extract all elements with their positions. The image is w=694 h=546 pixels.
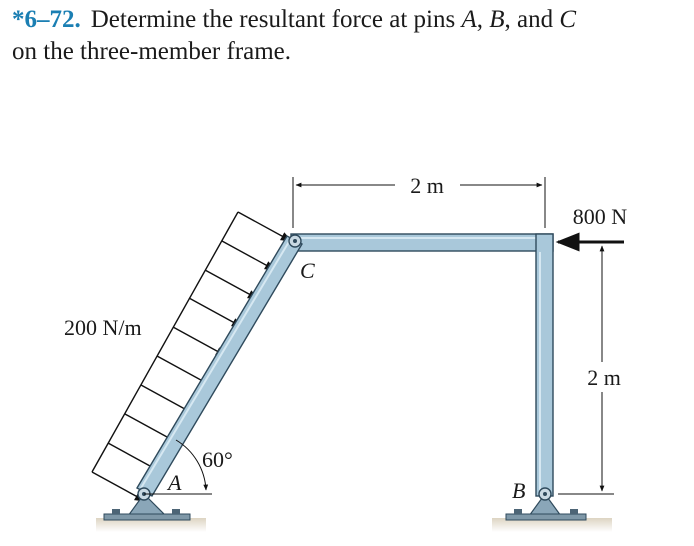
problem-comma: ,: [476, 6, 490, 33]
pin-c-label: C: [300, 258, 315, 283]
dimension-right-label: 2 m: [587, 365, 621, 390]
problem-statement: *6–72. Determine the resultant force at p…: [12, 4, 688, 68]
distributed-load-label: 200 N/m: [64, 315, 142, 340]
problem-text-1: Determine the resultant force at pins: [90, 6, 462, 33]
problem-text-2: , and: [504, 6, 560, 33]
angle-indicator: [144, 439, 212, 495]
pin-a-label: A: [166, 470, 182, 495]
force-800n-label: 800 N: [573, 204, 628, 229]
ground-left: [96, 518, 206, 532]
angle-label: 60°: [202, 447, 233, 472]
problem-pin-b: B: [489, 6, 505, 33]
support-b: [505, 487, 587, 521]
problem-pin-a: A: [461, 6, 477, 33]
load-envelope: [91, 211, 239, 473]
load-arrow: [237, 211, 292, 242]
load-arrow: [91, 471, 146, 502]
dimension-top-label: 2 m: [410, 173, 444, 198]
problem-text-3: on the three-member frame.: [12, 38, 292, 65]
problem-number: *6–72.: [12, 6, 81, 33]
load-arrow: [172, 326, 227, 357]
load-arrow: [188, 297, 243, 328]
distributed-load: [91, 211, 292, 502]
ground-right: [492, 518, 612, 532]
load-arrow: [204, 269, 259, 300]
member-top: [290, 233, 554, 252]
support-a: [103, 487, 191, 521]
dimension-right: [558, 245, 614, 495]
member-vertical: [535, 233, 554, 497]
problem-pin-c: C: [559, 6, 577, 33]
load-arrow: [221, 240, 276, 271]
pin-b-label: B: [512, 478, 525, 503]
dimension-top: [292, 177, 546, 228]
